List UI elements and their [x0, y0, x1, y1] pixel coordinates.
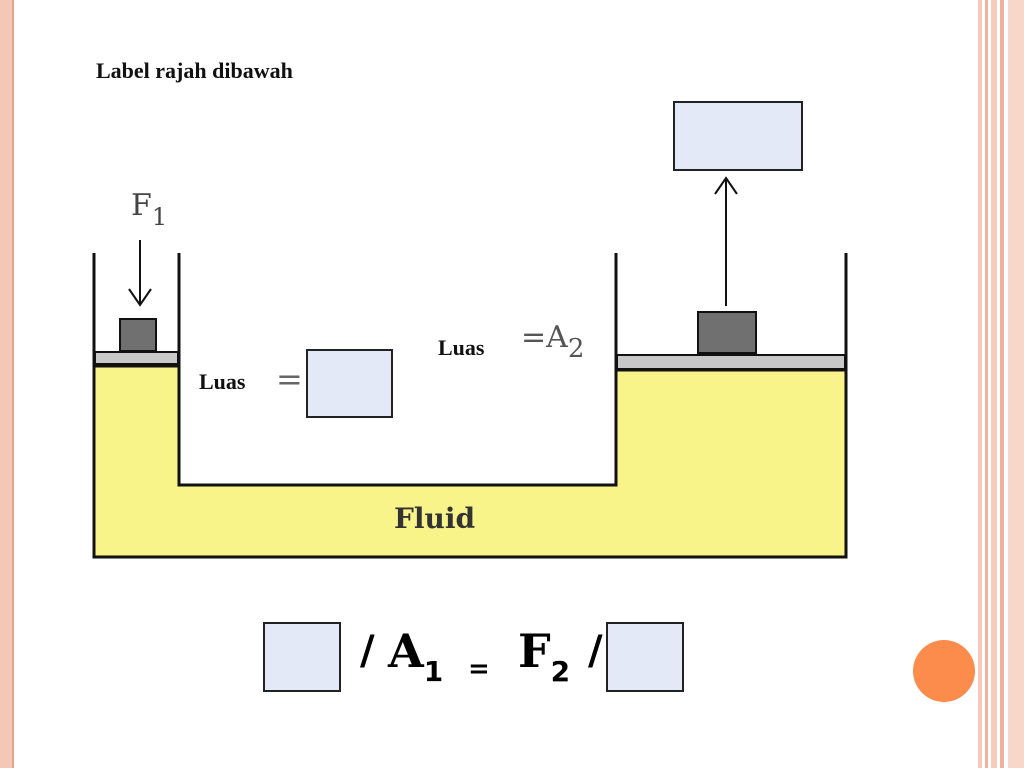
area-right-value: =A2	[521, 320, 585, 364]
area-right-label: Luas	[438, 335, 485, 360]
right-frame-stripe	[991, 0, 997, 768]
area-left-equals: =	[276, 360, 303, 398]
right-weight	[697, 311, 757, 354]
right-frame-stripe	[1008, 0, 1024, 768]
right-frame-stripe	[978, 0, 982, 768]
area-left-label: Luas	[199, 369, 246, 394]
arrow-head-up-icon	[714, 176, 738, 195]
left-piston	[94, 351, 179, 365]
answer-box-force-left[interactable]	[263, 622, 341, 692]
formula-a1: A1	[388, 624, 444, 688]
formula-equals: =	[468, 654, 490, 684]
arrow-head-down-icon	[128, 288, 152, 307]
left-weight	[119, 318, 157, 352]
formula-slash-1: /	[360, 628, 375, 674]
answer-box-area-left[interactable]	[306, 349, 393, 418]
formula-slash-2: /	[588, 628, 603, 674]
accent-dot	[913, 640, 975, 702]
fluid-label: Fluid	[394, 502, 476, 535]
left-frame-bar	[0, 0, 12, 768]
slide-title: Label rajah dibawah	[96, 58, 293, 83]
answer-box-force-right[interactable]	[673, 101, 803, 171]
right-frame-stripe	[1000, 0, 1004, 768]
left-frame-line	[12, 0, 14, 768]
right-piston	[616, 354, 846, 370]
formula-f2: F2	[518, 624, 571, 688]
right-frame-stripe	[985, 0, 988, 768]
answer-box-area-right[interactable]	[606, 622, 684, 692]
force-left-label: F1	[131, 188, 168, 231]
